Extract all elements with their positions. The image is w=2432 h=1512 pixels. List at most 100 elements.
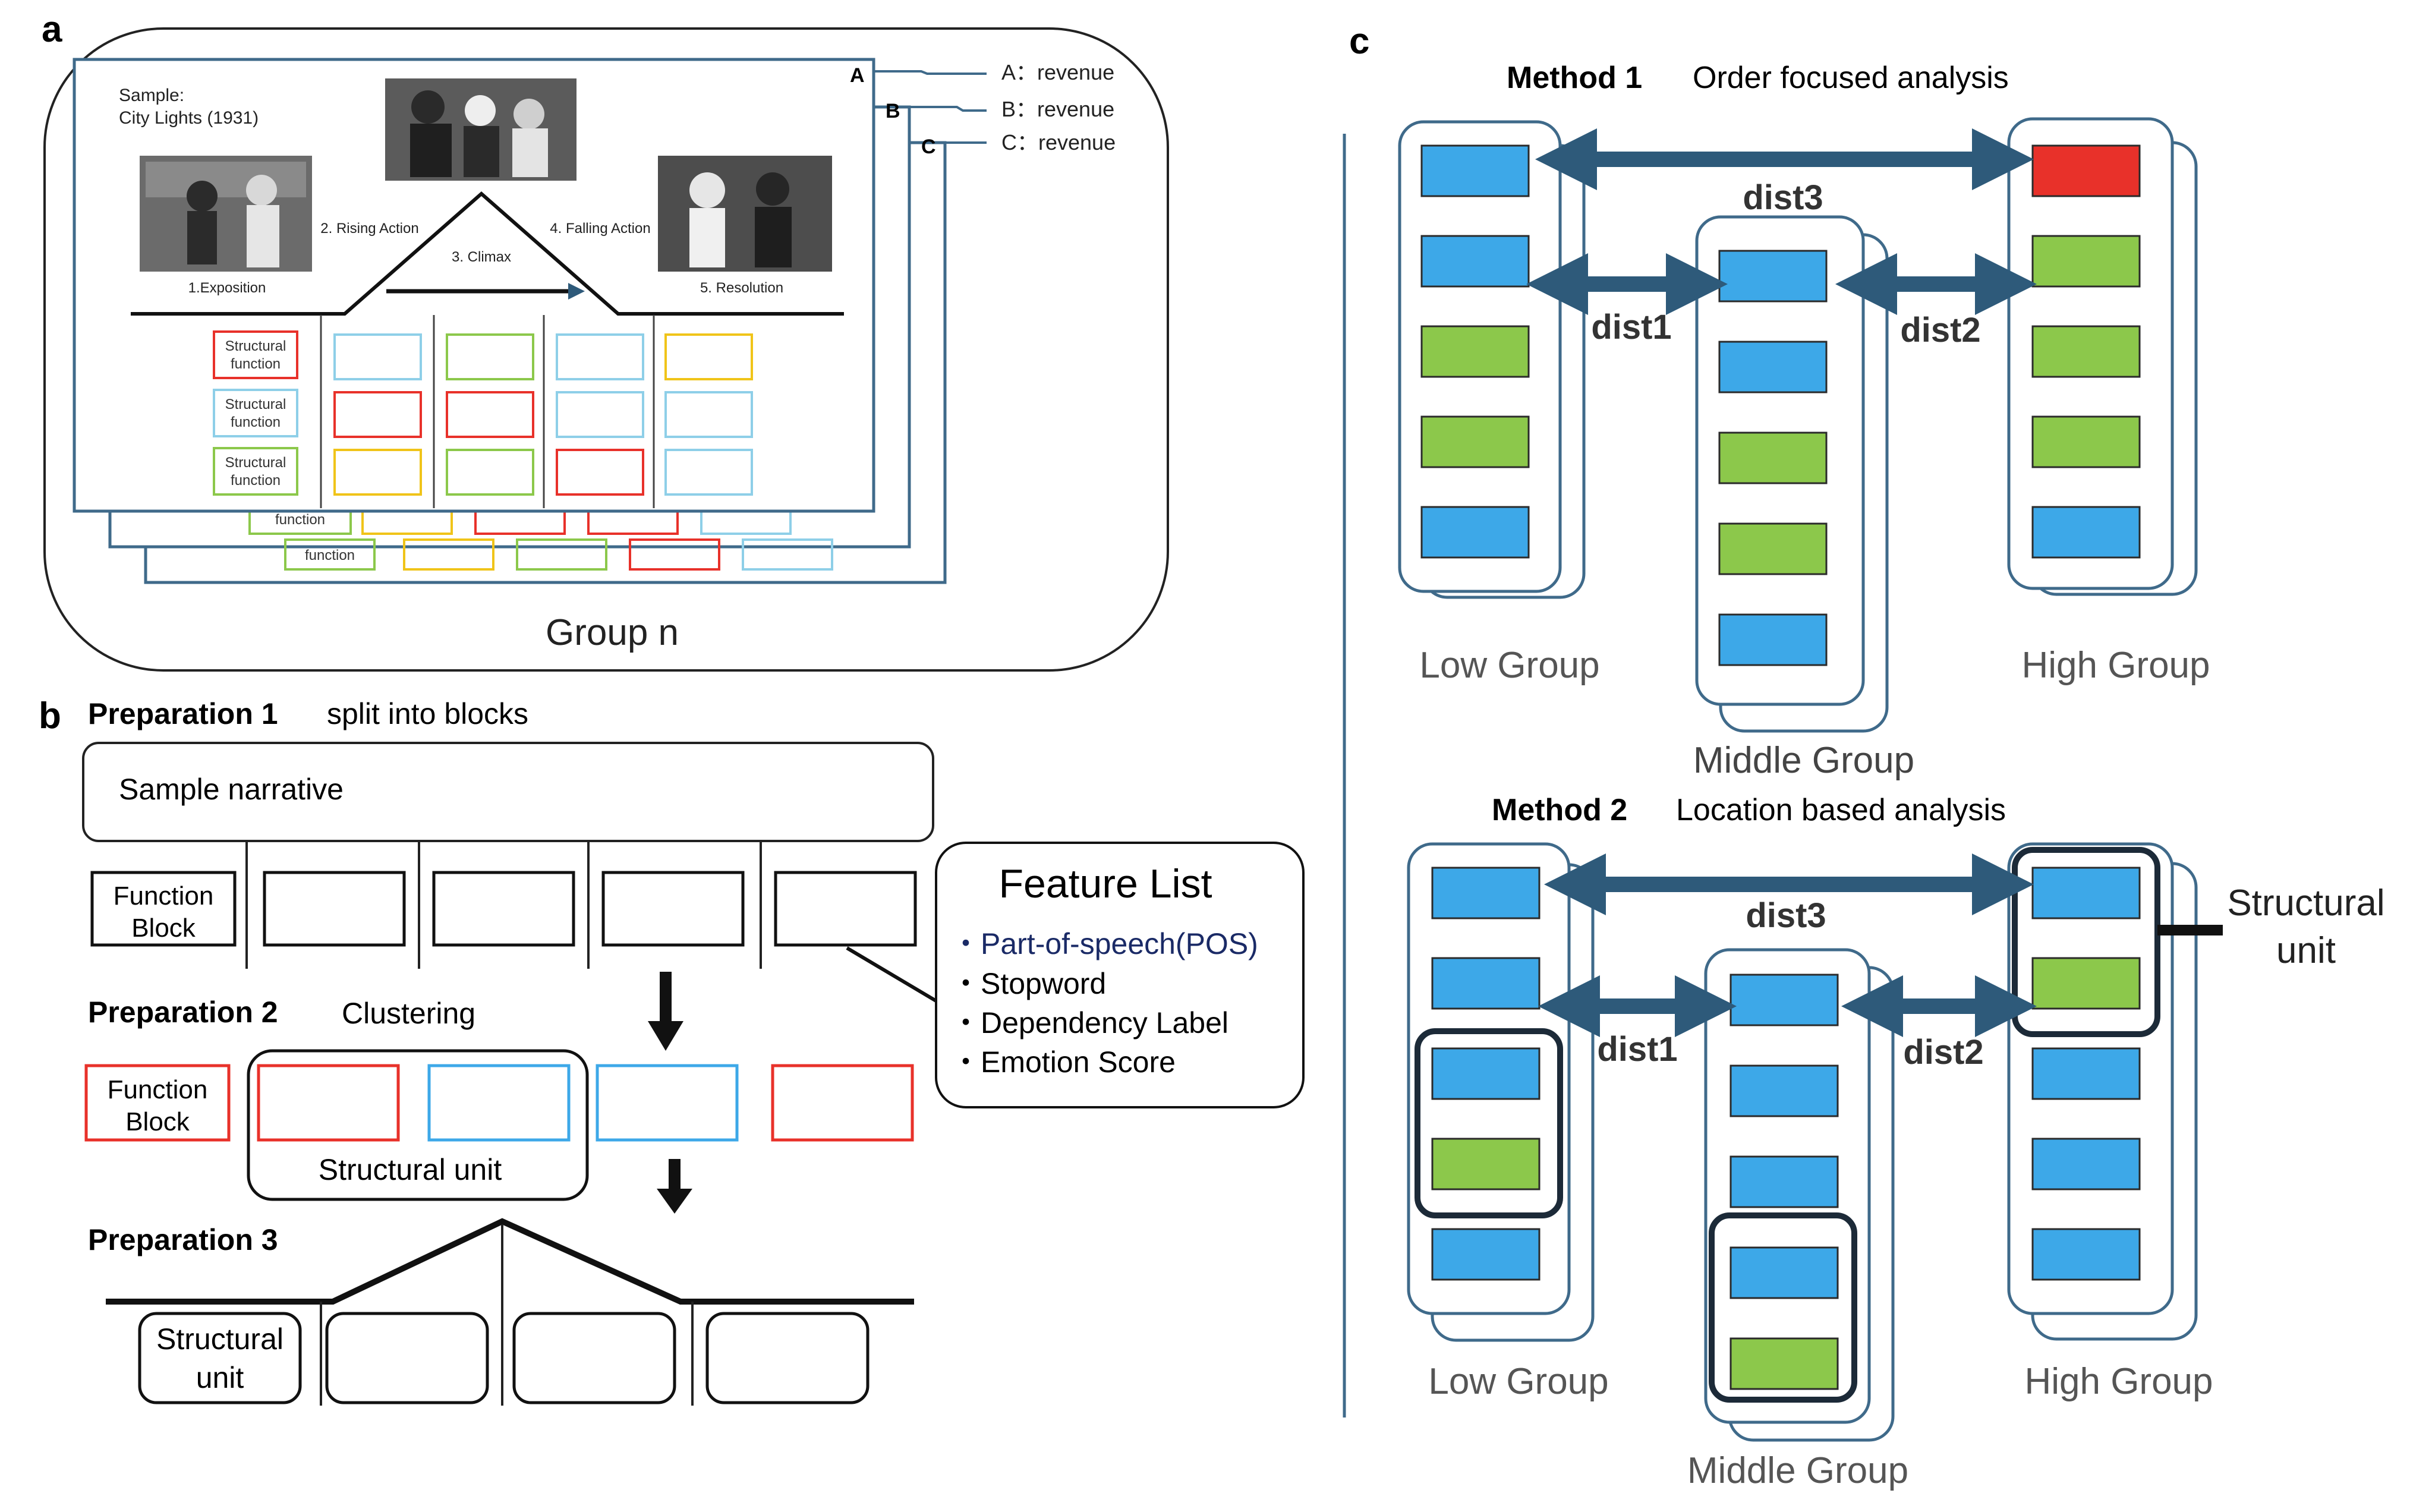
panel-b: b Preparation 1 split into blocks Sample… bbox=[39, 695, 1305, 1406]
sample-title: City Lights (1931) bbox=[119, 108, 259, 128]
function-grid: Structural function Structural function … bbox=[213, 330, 753, 496]
method2-high-block-2-green bbox=[2031, 957, 2141, 1010]
row-label-3b: function bbox=[231, 472, 281, 489]
stage-label-exposition: 1.Exposition bbox=[188, 280, 266, 296]
method1-low-block-4-green bbox=[1420, 415, 1530, 468]
method2-dist1-label: dist1 bbox=[1597, 1030, 1677, 1069]
prep3-unit-3 bbox=[512, 1312, 676, 1404]
prep3-title: Preparation 3 bbox=[88, 1223, 278, 1256]
row-label-2b: function bbox=[231, 414, 281, 430]
method1-desc: Order focused analysis bbox=[1693, 61, 2009, 95]
grid-separators bbox=[320, 315, 655, 508]
method2-middle-block-2-blue bbox=[1730, 1064, 1839, 1117]
clustered-block-1-line1: Function bbox=[108, 1075, 208, 1104]
prep2-desc: Clustering bbox=[342, 997, 475, 1030]
method1-middle-block-2-blue bbox=[1718, 341, 1828, 393]
back-sheet-rows: function function bbox=[248, 503, 833, 571]
behind-function-label-2: function bbox=[305, 547, 355, 563]
revenue-label-a: A：revenue bbox=[1001, 60, 1114, 84]
method2-title: Method 2 bbox=[1492, 793, 1627, 827]
row-label-3a: Structural bbox=[225, 455, 286, 471]
method2-dist2-label: dist2 bbox=[1903, 1033, 1983, 1072]
method1-low-block-3-green bbox=[1420, 325, 1530, 378]
method2-middle-label: Middle Group bbox=[1687, 1450, 1908, 1491]
method2-desc: Location based analysis bbox=[1676, 793, 2006, 827]
feature-item-pos: ・Part-of-speech(POS) bbox=[951, 927, 1258, 960]
method1-high-block-3-green bbox=[2031, 325, 2141, 378]
feature-item-emotion: ・Emotion Score bbox=[951, 1045, 1176, 1079]
clustered-block-1-line2: Block bbox=[125, 1107, 190, 1136]
method1-high-label: High Group bbox=[2021, 645, 2210, 686]
method1-low-block-5-blue bbox=[1420, 506, 1530, 559]
method2-high-block-1-blue bbox=[2031, 867, 2141, 919]
feature-item-dependency: ・Dependency Label bbox=[951, 1006, 1228, 1040]
method2-middle-block-5-green bbox=[1730, 1337, 1839, 1390]
film-still-climax bbox=[385, 78, 577, 181]
method2-high-structural-unit bbox=[2012, 847, 2160, 1037]
method1-dist1-label: dist1 bbox=[1591, 308, 1671, 346]
prep3-unit-2 bbox=[325, 1312, 489, 1404]
revenue-label-c: C：revenue bbox=[1001, 130, 1116, 155]
method1-dist3-label: dist3 bbox=[1743, 178, 1823, 217]
method1-low-block-2-blue bbox=[1420, 235, 1530, 288]
method2-high-label: High Group bbox=[2024, 1361, 2213, 1402]
method2-high-block-5-blue bbox=[2031, 1228, 2141, 1281]
sample-label: Sample: bbox=[119, 86, 184, 105]
stage-label-resolution: 5. Resolution bbox=[700, 280, 783, 296]
method1-middle-block-3-green bbox=[1718, 431, 1828, 484]
sheet-tag-c: C bbox=[921, 136, 936, 158]
sample-narrative-box bbox=[82, 742, 934, 842]
method1-low-block-1-blue bbox=[1420, 144, 1530, 197]
function-block-4 bbox=[601, 871, 745, 947]
prep1-title: Preparation 1 bbox=[88, 697, 278, 730]
method2-high-block-4-blue bbox=[2031, 1138, 2141, 1190]
behind-function-label-1: function bbox=[275, 512, 325, 528]
method2-dist3-label: dist3 bbox=[1746, 896, 1826, 935]
film-still-resolution bbox=[658, 156, 832, 272]
panel-label-b: b bbox=[39, 695, 61, 736]
block-dividers bbox=[245, 841, 762, 969]
stage-label-rising: 2. Rising Action bbox=[320, 220, 418, 237]
prep3-unit-1-line2: unit bbox=[196, 1361, 244, 1394]
down-arrow-1 bbox=[648, 972, 683, 1051]
prep3-unit-4 bbox=[705, 1312, 870, 1404]
method2-low-block-1-blue bbox=[1431, 867, 1541, 919]
down-arrow-2 bbox=[657, 1159, 692, 1214]
feature-connector bbox=[846, 946, 943, 1006]
method1-low-blocks bbox=[1420, 144, 1530, 559]
function-block-1 bbox=[90, 871, 237, 947]
prep3-curve bbox=[106, 1218, 914, 1305]
clustered-block-2 bbox=[257, 1064, 400, 1142]
method1-title: Method 1 bbox=[1507, 61, 1642, 95]
row-label-box-3 bbox=[213, 447, 298, 496]
function-block-1-line1: Function bbox=[114, 881, 214, 911]
panel-label-c: c bbox=[1349, 21, 1369, 62]
function-block-3 bbox=[432, 871, 575, 947]
sample-narrative-label: Sample narrative bbox=[119, 773, 344, 806]
method2-middle-block-1-blue bbox=[1730, 974, 1839, 1026]
sheet-tag-b: B bbox=[886, 100, 900, 122]
plot-curve bbox=[131, 191, 844, 316]
prep3-unit-1-line1: Structural bbox=[156, 1322, 283, 1356]
panel-label-a: a bbox=[42, 9, 62, 50]
method1-middle-block-5-blue bbox=[1718, 613, 1828, 666]
method1-high-block-5-blue bbox=[2031, 506, 2141, 559]
method2-low-label: Low Group bbox=[1428, 1361, 1608, 1402]
method2-low-block-4-green bbox=[1431, 1138, 1541, 1190]
row-label-1b: function bbox=[231, 356, 281, 372]
method2-middle-block-4-blue bbox=[1730, 1246, 1839, 1299]
row-label-box-1 bbox=[213, 330, 298, 379]
method2-low-block-2-blue bbox=[1431, 957, 1541, 1010]
structural-unit-label: Structural unit bbox=[319, 1153, 502, 1186]
structural-unit-callout-2: unit bbox=[2276, 930, 2336, 971]
row-label-1a: Structural bbox=[225, 338, 286, 354]
function-block-2 bbox=[263, 871, 406, 947]
feature-list-box bbox=[935, 842, 1305, 1108]
panel-c: c Method 1 Order focused analysis dist3 … bbox=[1349, 21, 2385, 1491]
feature-list-title: Feature List bbox=[998, 861, 1212, 906]
structural-unit-callout-1: Structural bbox=[2227, 883, 2384, 924]
method1-middle-blocks bbox=[1718, 250, 1828, 666]
prep3-unit-1 bbox=[138, 1312, 302, 1404]
feature-item-stopword: ・Stopword bbox=[951, 967, 1106, 1000]
revenue-line-a bbox=[874, 70, 987, 75]
